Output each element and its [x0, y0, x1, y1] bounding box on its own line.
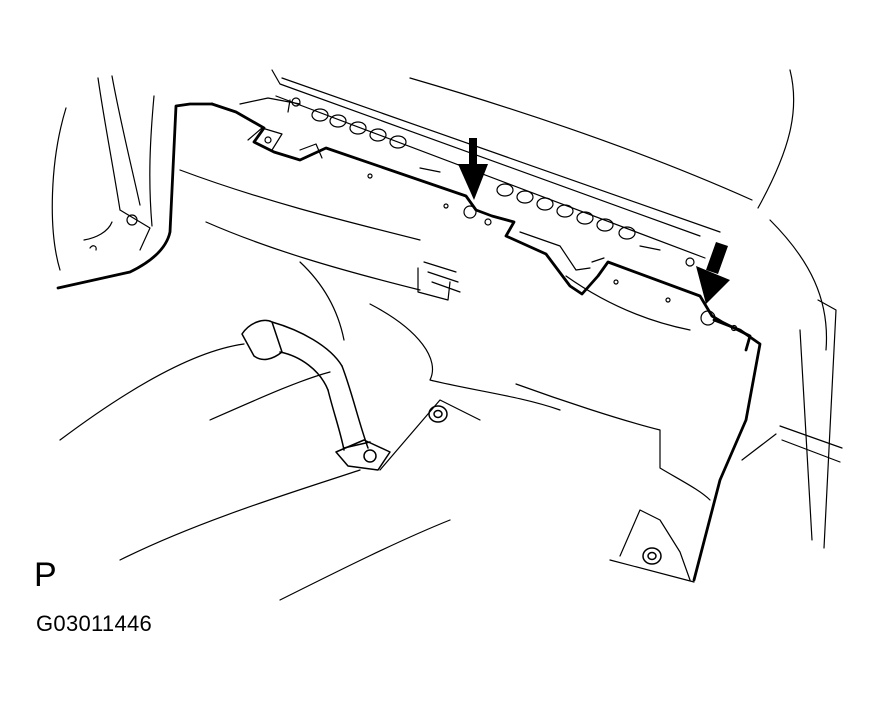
left-fastener-arrow: [458, 138, 488, 200]
floor-bolts: [428, 405, 662, 565]
right-side-trim: [741, 69, 843, 549]
view-letter-label: P: [34, 556, 57, 594]
panel-top-edge: [210, 102, 752, 352]
left-outline: [56, 102, 214, 290]
panel-tabs: [247, 127, 738, 332]
right-outline: [692, 318, 762, 582]
upper-rail: [239, 69, 753, 267]
floor-contours: [59, 169, 711, 601]
left-side-trim: [51, 75, 155, 271]
seat-belt: [241, 319, 391, 471]
right-fastener-arrow: [696, 242, 730, 304]
figure-code-label: G03011446: [36, 611, 153, 636]
